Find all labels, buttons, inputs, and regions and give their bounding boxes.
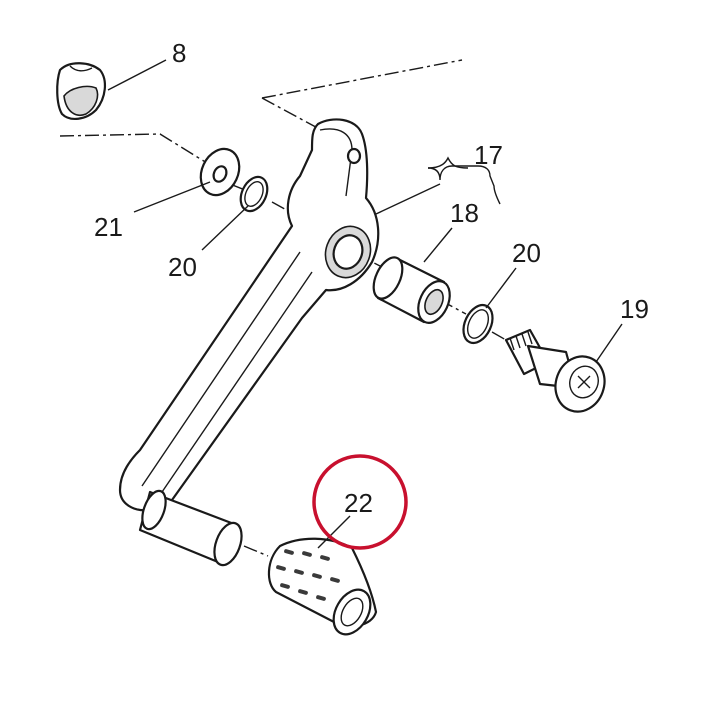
footrest-shaft <box>138 489 243 567</box>
callout-17: 17 <box>474 140 503 170</box>
callout-18: 18 <box>450 198 479 228</box>
part-22-rubber-footpeg <box>267 537 378 636</box>
callout-21: 21 <box>94 212 123 242</box>
part-21-washer <box>199 147 241 197</box>
leader-lines <box>107 59 623 549</box>
callout-22: 22 <box>344 488 373 518</box>
part-20-oring-right <box>462 303 494 345</box>
callout-20-left: 20 <box>168 252 197 282</box>
part-19-pivot-bolt <box>504 328 606 413</box>
highlight-circle-22 <box>312 454 408 550</box>
callout-19: 19 <box>620 294 649 324</box>
callout-labels: 8 17 18 20 19 21 20 22 <box>94 38 649 518</box>
part-8-shape <box>56 62 106 120</box>
lever-arm <box>118 118 380 512</box>
part-20-oring-left <box>239 175 269 213</box>
callout-8: 8 <box>172 38 186 68</box>
footpeg-grip-slots <box>276 549 340 601</box>
callout-20-right: 20 <box>512 238 541 268</box>
part-18-bushing <box>372 256 451 324</box>
